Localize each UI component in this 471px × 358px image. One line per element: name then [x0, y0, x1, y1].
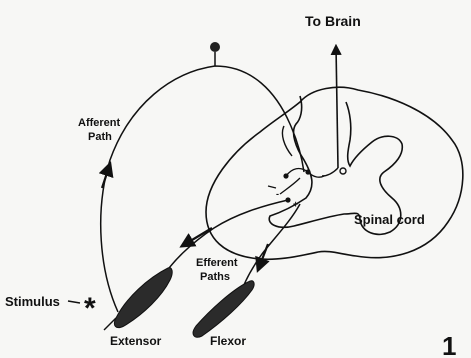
stimulus-star-icon: * [84, 292, 96, 325]
stimulus-label: Stimulus [5, 294, 60, 309]
ascending-tract-line [336, 46, 338, 168]
interneuron-path-1 [286, 169, 324, 178]
synapse-tick-1 [268, 186, 276, 188]
gray-matter-dorsal-left [282, 126, 292, 156]
efferent-extensor-arrow [182, 228, 212, 246]
afferent-direction-arrow [102, 164, 110, 188]
efferent-label-line1: Efferent [196, 257, 238, 269]
central-canal [340, 168, 346, 174]
afferent-label-line1: Afferent [78, 117, 121, 129]
synapse-minus-1: - [276, 189, 279, 199]
to-brain-label: To Brain [305, 13, 361, 29]
efferent-label-line2: Paths [200, 271, 230, 283]
ascending-tract-branch [322, 168, 338, 176]
interneuron-cell-2 [305, 169, 310, 174]
flexor-muscle [193, 281, 254, 338]
interneuron-cell-1 [283, 173, 288, 178]
figure-number: 1 [442, 331, 456, 358]
extensor-muscle [114, 268, 172, 328]
stimulus-pointer [68, 301, 80, 303]
extensor-label: Extensor [110, 334, 162, 348]
afferent-label-line2: Path [88, 131, 112, 143]
dorsal-root-ganglion [210, 42, 220, 52]
interneuron-path-2 [280, 178, 300, 194]
flexor-label: Flexor [210, 334, 246, 348]
spinal-cord-outline [206, 87, 463, 259]
spinal-cord-label: Spinal cord [354, 212, 425, 227]
